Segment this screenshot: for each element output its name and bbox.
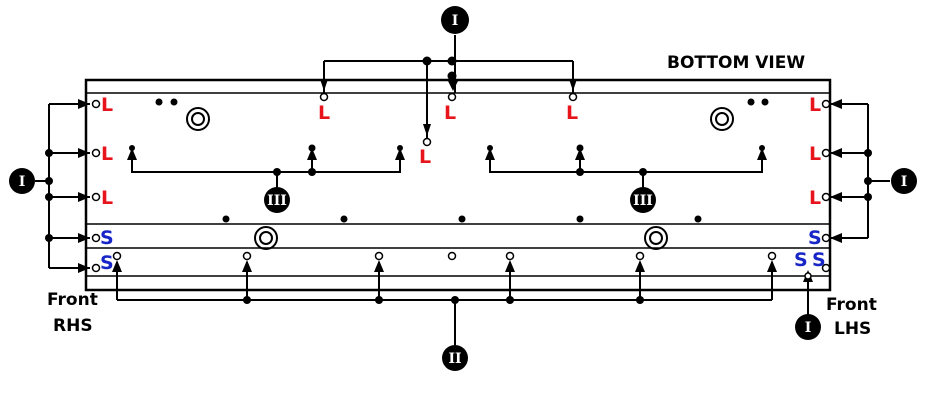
lamp-label-center: L (419, 146, 431, 168)
svg-text:I: I (19, 174, 26, 190)
switch-label-left-2: S (100, 252, 114, 274)
svg-text:III: III (633, 193, 653, 209)
circuit-I-badge-left: I (9, 168, 35, 194)
svg-text:III: III (267, 193, 287, 209)
circuit-I-badge-bottom: I (795, 314, 821, 340)
svg-text:I: I (452, 13, 459, 29)
title: BOTTOM VIEW (667, 53, 805, 73)
circuit-I-badge-top: I (441, 6, 469, 34)
circuit-I-badge-right: I (891, 168, 917, 194)
board-outline (84, 78, 832, 292)
switch-label-right-2: S (794, 249, 808, 271)
front-lhs-label-1: Front (826, 295, 877, 315)
circuit-III-badge-left: III (264, 187, 290, 213)
circuit-II-badge: II (442, 345, 468, 371)
lamp-label-right-3: L (809, 187, 821, 209)
lamp-label-left-1: L (101, 94, 113, 116)
lamp-label-right-1: L (809, 94, 821, 116)
lamp-label-right-2: L (809, 143, 821, 165)
front-rhs-label-1: Front (47, 290, 98, 310)
switch-label-left-1: S (100, 227, 114, 249)
svg-text:I: I (901, 174, 908, 190)
lamp-label-left-2: L (101, 143, 113, 165)
lamp-label-top-center: L (444, 102, 456, 124)
svg-text:II: II (448, 351, 461, 367)
lamp-label-top-right: L (566, 102, 578, 124)
lamp-label-left-3: L (101, 187, 113, 209)
front-rhs-label-2: RHS (53, 316, 93, 336)
lamp-label-top-left: L (318, 102, 330, 124)
front-lhs-label-2: LHS (834, 319, 871, 339)
svg-text:I: I (805, 320, 812, 336)
switch-label-right-1: S (808, 227, 822, 249)
circuit-III-badge-right: III (630, 187, 656, 213)
switch-label-right-3: S (812, 249, 826, 271)
